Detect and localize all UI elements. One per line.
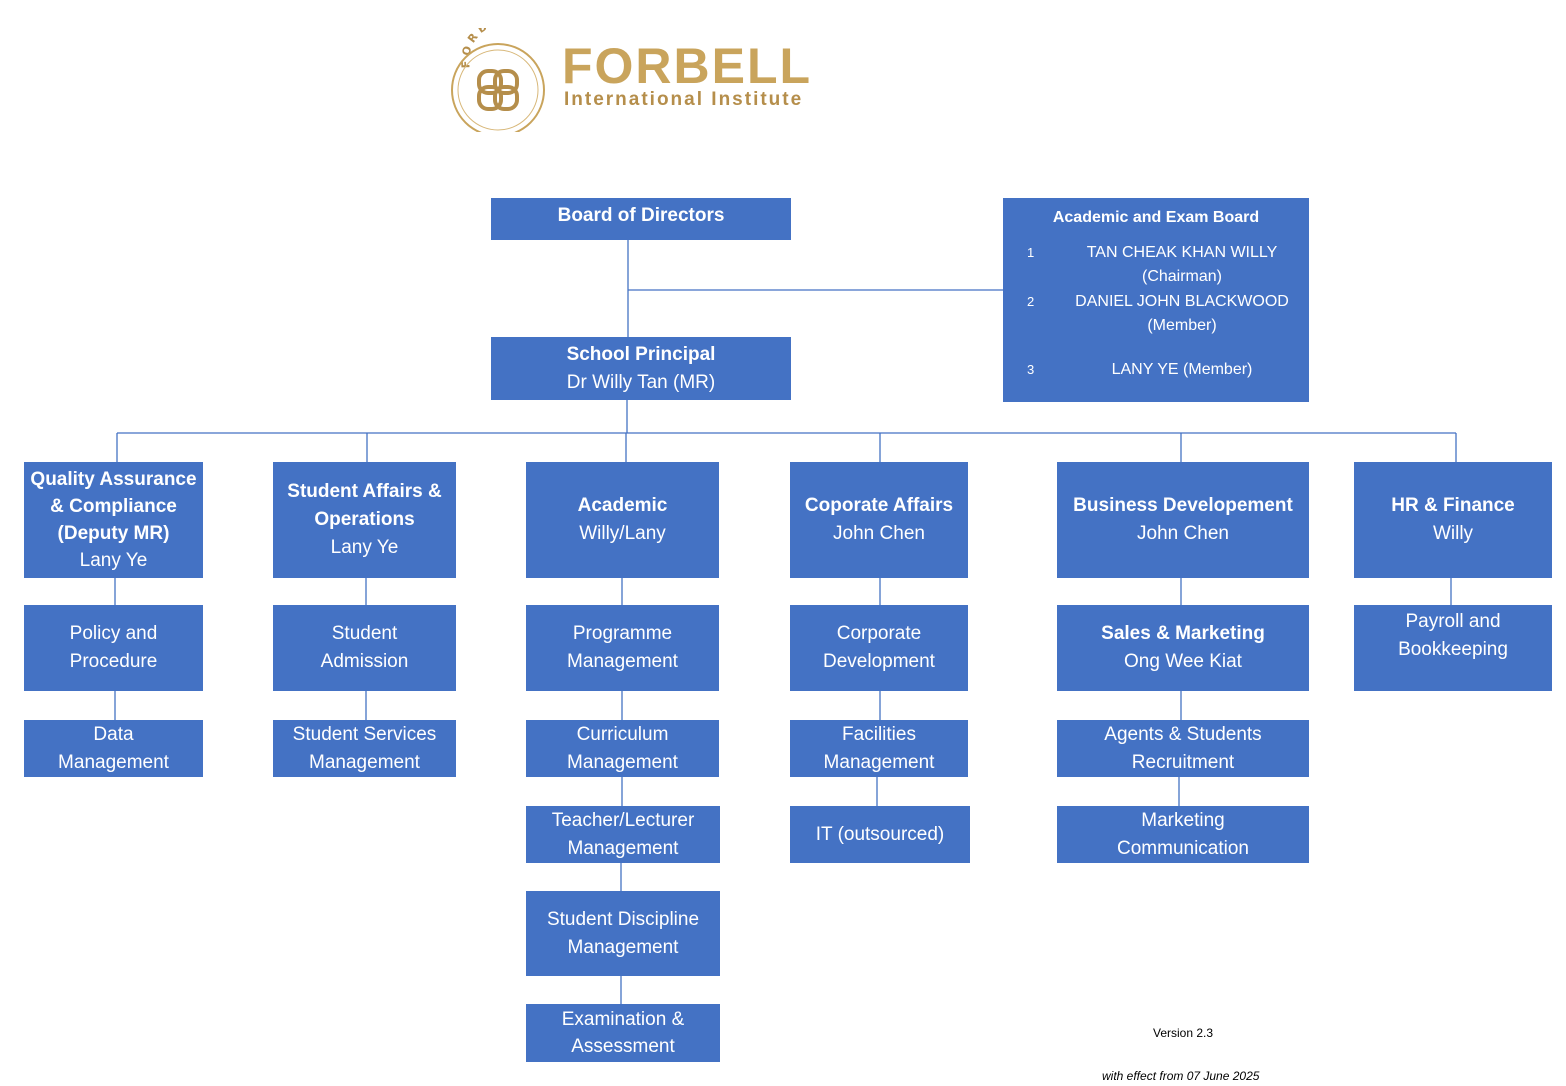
unit-label: Facilities Management — [823, 723, 935, 773]
unit-sales-marketing-box: Sales & Marketing Ong Wee Kiat — [1057, 605, 1309, 691]
exam-board-member-number: 2 — [1027, 294, 1035, 309]
forbell-logo: FORBELL FORBELL International Institute — [448, 28, 828, 132]
logo-name: FORBELL — [562, 38, 813, 94]
unit-it-outsourced-box: IT (outsourced) — [790, 806, 970, 863]
dept-academic-box: Academic Willy/Lany — [526, 462, 719, 578]
dept-head-name: Willy — [1432, 523, 1474, 544]
unit-label: Policy and Procedure — [69, 623, 158, 672]
unit-student-services-box: Student Services Management — [273, 720, 456, 777]
unit-student-discipline-box: Student Discipline Management — [526, 891, 720, 976]
unit-agents-recruitment-box: Agents & Students Recruitment — [1057, 720, 1309, 777]
unit-label: Student Discipline Management — [546, 908, 700, 958]
exam-board-member: DANIEL JOHN BLACKWOOD (Member) — [1075, 293, 1289, 334]
dept-head-name: John Chen — [1137, 523, 1229, 544]
logo-subtitle: International Institute — [564, 89, 804, 110]
exam-board-member-number: 1 — [1027, 245, 1035, 260]
unit-policy-procedure-box: Policy and Procedure — [24, 605, 203, 691]
unit-teacher-lecturer-box: Teacher/Lecturer Management — [526, 806, 720, 863]
unit-label: Student Admission — [320, 623, 409, 672]
unit-label: Data Management — [58, 723, 169, 773]
dept-title: Academic — [577, 495, 668, 516]
unit-label: Student Services Management — [292, 723, 437, 773]
unit-data-management-box: Data Management — [24, 720, 203, 777]
exam-board-member: LANY YE (Member) — [1111, 361, 1253, 378]
unit-label: Programme Management — [567, 623, 678, 672]
dept-head-name: Lany Ye — [330, 537, 399, 558]
dept-business-development-box: Business Developement John Chen — [1057, 462, 1309, 578]
effective-date-label: with effect from 07 June 2025 — [1102, 1069, 1260, 1083]
exam-board-member-number: 3 — [1027, 362, 1035, 377]
school-principal-box: School Principal Dr Willy Tan (MR) — [491, 337, 791, 400]
exam-board-title: Academic and Exam Board — [1052, 209, 1260, 226]
exam-board-member: TAN CHEAK KHAN WILLY (Chairman) — [1086, 244, 1278, 285]
unit-label: Agents & Students Recruitment — [1104, 723, 1262, 773]
dept-title: Quality Assurance & Compliance (Deputy M… — [30, 469, 197, 544]
unit-curriculum-management-box: Curriculum Management — [526, 720, 719, 777]
unit-programme-management-box: Programme Management — [526, 605, 719, 691]
dept-title: Business Developement — [1073, 495, 1293, 516]
unit-head-name: Ong Wee Kiat — [1124, 651, 1242, 672]
version-label: Version 2.3 — [1153, 1026, 1214, 1040]
unit-label: Marketing Communication — [1117, 809, 1249, 859]
unit-label: IT (outsourced) — [815, 824, 945, 845]
dept-title: Coporate Affairs — [804, 495, 954, 516]
unit-payroll-bookkeeping-box: Payroll and Bookkeeping — [1354, 605, 1552, 691]
dept-coporate-affairs-box: Coporate Affairs John Chen — [790, 462, 968, 578]
dept-title: Student Affairs & Operations — [287, 481, 442, 530]
dept-head-name: John Chen — [833, 523, 925, 544]
principal-title: School Principal — [566, 343, 716, 365]
forbell-emblem-icon: FORBELL — [451, 28, 545, 132]
unit-examination-assessment-box: Examination & Assessment — [526, 1004, 720, 1062]
dept-quality-assurance-box: Quality Assurance & Compliance (Deputy M… — [24, 462, 203, 578]
dept-hr-finance-box: HR & Finance Willy — [1354, 462, 1552, 578]
dept-title: HR & Finance — [1391, 495, 1515, 516]
unit-title: Sales & Marketing — [1101, 623, 1265, 644]
dept-head-name: Willy/Lany — [579, 523, 666, 544]
exam-board-box: Academic and Exam Board 1 TAN CHEAK KHAN… — [1003, 198, 1309, 402]
unit-label: Payroll and Bookkeeping — [1398, 611, 1508, 660]
dept-student-affairs-box: Student Affairs & Operations Lany Ye — [273, 462, 456, 578]
board-of-directors-box: Board of Directors — [491, 198, 791, 240]
unit-facilities-management-box: Facilities Management — [790, 720, 968, 777]
unit-label: Examination & Assessment — [561, 1009, 685, 1057]
unit-label: Curriculum Management — [567, 723, 678, 773]
principal-name: Dr Willy Tan (MR) — [566, 371, 716, 393]
unit-corporate-development-box: Corporate Development — [790, 605, 968, 691]
board-of-directors-title: Board of Directors — [557, 205, 725, 226]
unit-label: Teacher/Lecturer Management — [551, 809, 695, 859]
dept-head-name: Lany Ye — [79, 550, 148, 571]
unit-label: Corporate Development — [823, 623, 935, 672]
unit-student-admission-box: Student Admission — [273, 605, 456, 691]
unit-marketing-communication-box: Marketing Communication — [1057, 806, 1309, 863]
